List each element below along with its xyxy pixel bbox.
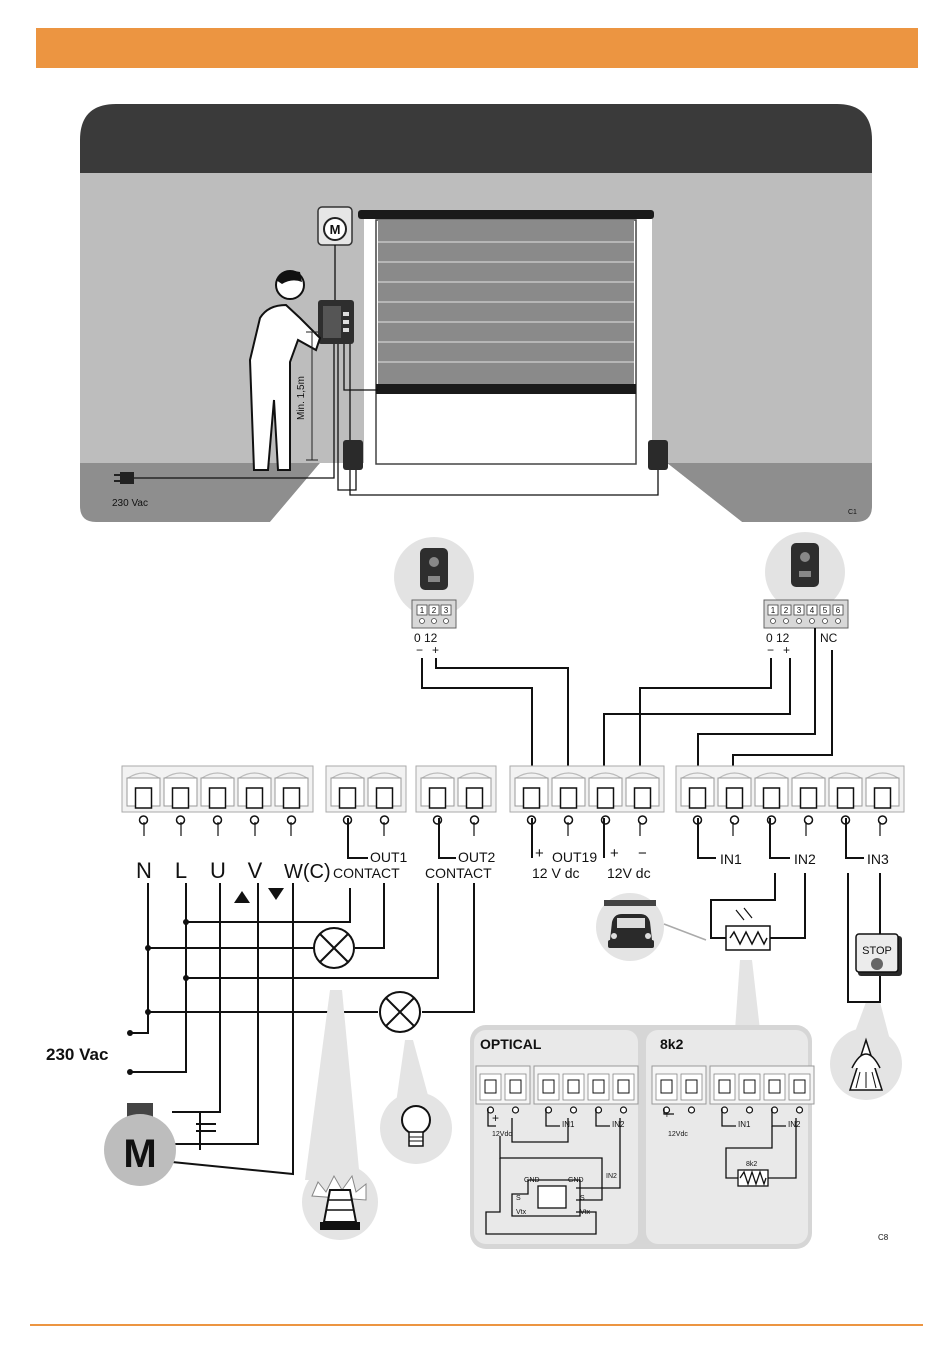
scene-motor-letter: M — [330, 222, 341, 237]
svg-text:−: − — [416, 643, 423, 657]
dc-label-a: 12 V dc — [532, 865, 579, 881]
svg-text:5: 5 — [823, 606, 828, 615]
lamp-symbol-1 — [314, 928, 354, 968]
terminal-screw — [602, 816, 610, 824]
svg-text:IN2: IN2 — [606, 1173, 617, 1180]
out1-label: OUT1 — [370, 849, 408, 865]
svg-text:+: + — [664, 1110, 670, 1121]
svg-text:+: + — [783, 643, 790, 657]
out1-contact-label: CONTACT — [333, 865, 400, 881]
door-panel — [378, 220, 634, 388]
k8-12vdc-label: 12Vdc — [668, 1131, 688, 1138]
svg-text:3: 3 — [797, 606, 802, 615]
optical-in1-label: IN1 — [562, 1120, 575, 1129]
svg-text:Vtx: Vtx — [580, 1209, 591, 1216]
supply-label: 230 Vac — [46, 1045, 108, 1064]
optical-title: OPTICAL — [480, 1036, 542, 1052]
flashing-light-icon — [302, 1164, 378, 1240]
car-icon — [596, 893, 706, 961]
out19-label: OUT19 — [552, 849, 597, 865]
motor-letter: M — [123, 1132, 156, 1176]
terminal-w: W(C) — [284, 861, 331, 883]
photocell-receiver: 1 2 3 4 5 6 0 12 − + NC — [764, 532, 848, 657]
svg-text:4: 4 — [810, 606, 815, 615]
k8-title: 8k2 — [660, 1036, 684, 1052]
out2-terminal-block — [416, 766, 496, 824]
terminal-screw — [731, 816, 739, 824]
footer-line — [30, 1324, 923, 1326]
figure-code: C8 — [878, 1233, 889, 1242]
terminal-l: L — [175, 858, 187, 883]
terminal-v: V — [248, 858, 263, 883]
svg-text:Vtx: Vtx — [516, 1209, 527, 1216]
svg-text:3: 3 — [444, 606, 449, 615]
svg-text:GND: GND — [524, 1177, 540, 1184]
photocell-transmitter: 1 2 3 0 12 − + — [394, 537, 474, 657]
in2-label: IN2 — [794, 851, 816, 867]
light-bulb-icon — [380, 1092, 452, 1164]
optical-in2-label: IN2 — [612, 1120, 625, 1129]
k8-resistor-label: 8k2 — [746, 1161, 757, 1168]
scene-figure-code: C1 — [848, 509, 857, 516]
height-label: Min. 1,5m — [296, 376, 307, 420]
motor-symbol: M — [104, 1103, 176, 1186]
svg-text:−: − — [767, 643, 774, 657]
safety-edge-sensor — [726, 908, 770, 950]
ceiling — [80, 104, 872, 175]
svg-text:+: + — [610, 845, 619, 862]
out2-label: OUT2 — [458, 849, 496, 865]
out2-contact-label: CONTACT — [425, 865, 492, 881]
svg-text:6: 6 — [836, 606, 841, 615]
svg-text:+: + — [432, 643, 439, 657]
up-arrow-icon — [234, 891, 250, 903]
k8-in2-label: IN2 — [788, 1120, 801, 1129]
down-arrow-icon — [268, 888, 284, 900]
terminal-blocks — [122, 766, 904, 836]
lamp-symbol-2 — [380, 992, 420, 1032]
terminal-u: U — [210, 858, 226, 883]
terminal-n: N — [136, 858, 152, 883]
terminal-screw — [768, 816, 776, 824]
svg-text:+: + — [492, 1111, 499, 1125]
svg-text:2: 2 — [784, 606, 789, 615]
garage-scene: M Min. 1,5m 230 Vac C1 — [80, 104, 872, 522]
svg-text:+: + — [535, 845, 544, 862]
remote-antenna-icon — [830, 1028, 902, 1100]
svg-text:S: S — [516, 1195, 521, 1202]
photocell-right — [648, 440, 668, 470]
in3-label: IN3 — [867, 851, 889, 867]
out1-terminal-block — [326, 766, 406, 824]
door-lintel — [358, 210, 654, 219]
k8-in1-label: IN1 — [738, 1120, 751, 1129]
input-terminal-block — [676, 766, 904, 824]
power-terminal-labels: N L U V W(C) — [136, 858, 331, 883]
driveway — [270, 463, 742, 522]
svg-text:−: − — [638, 845, 647, 862]
dc-terminal-block — [510, 766, 664, 824]
svg-text:GND: GND — [568, 1177, 584, 1184]
svg-text:1: 1 — [771, 606, 776, 615]
dc-label-b: 12V dc — [607, 865, 651, 881]
door-bottom-bar — [376, 384, 636, 394]
scene-supply-label: 230 Vac — [112, 498, 148, 509]
rx-nc-label: NC — [820, 631, 838, 645]
svg-text:S: S — [580, 1195, 585, 1202]
in1-label: IN1 — [720, 851, 742, 867]
svg-text:2: 2 — [432, 606, 437, 615]
plug-icon — [120, 472, 134, 484]
power-terminal-block — [122, 766, 313, 824]
photocell-left — [343, 440, 363, 470]
optical-12vdc-label: 12Vdc — [492, 1131, 512, 1138]
stop-button: STOP — [856, 934, 902, 976]
stop-label: STOP — [862, 945, 892, 957]
svg-text:1: 1 — [420, 606, 425, 615]
terminal-screw — [434, 816, 442, 824]
